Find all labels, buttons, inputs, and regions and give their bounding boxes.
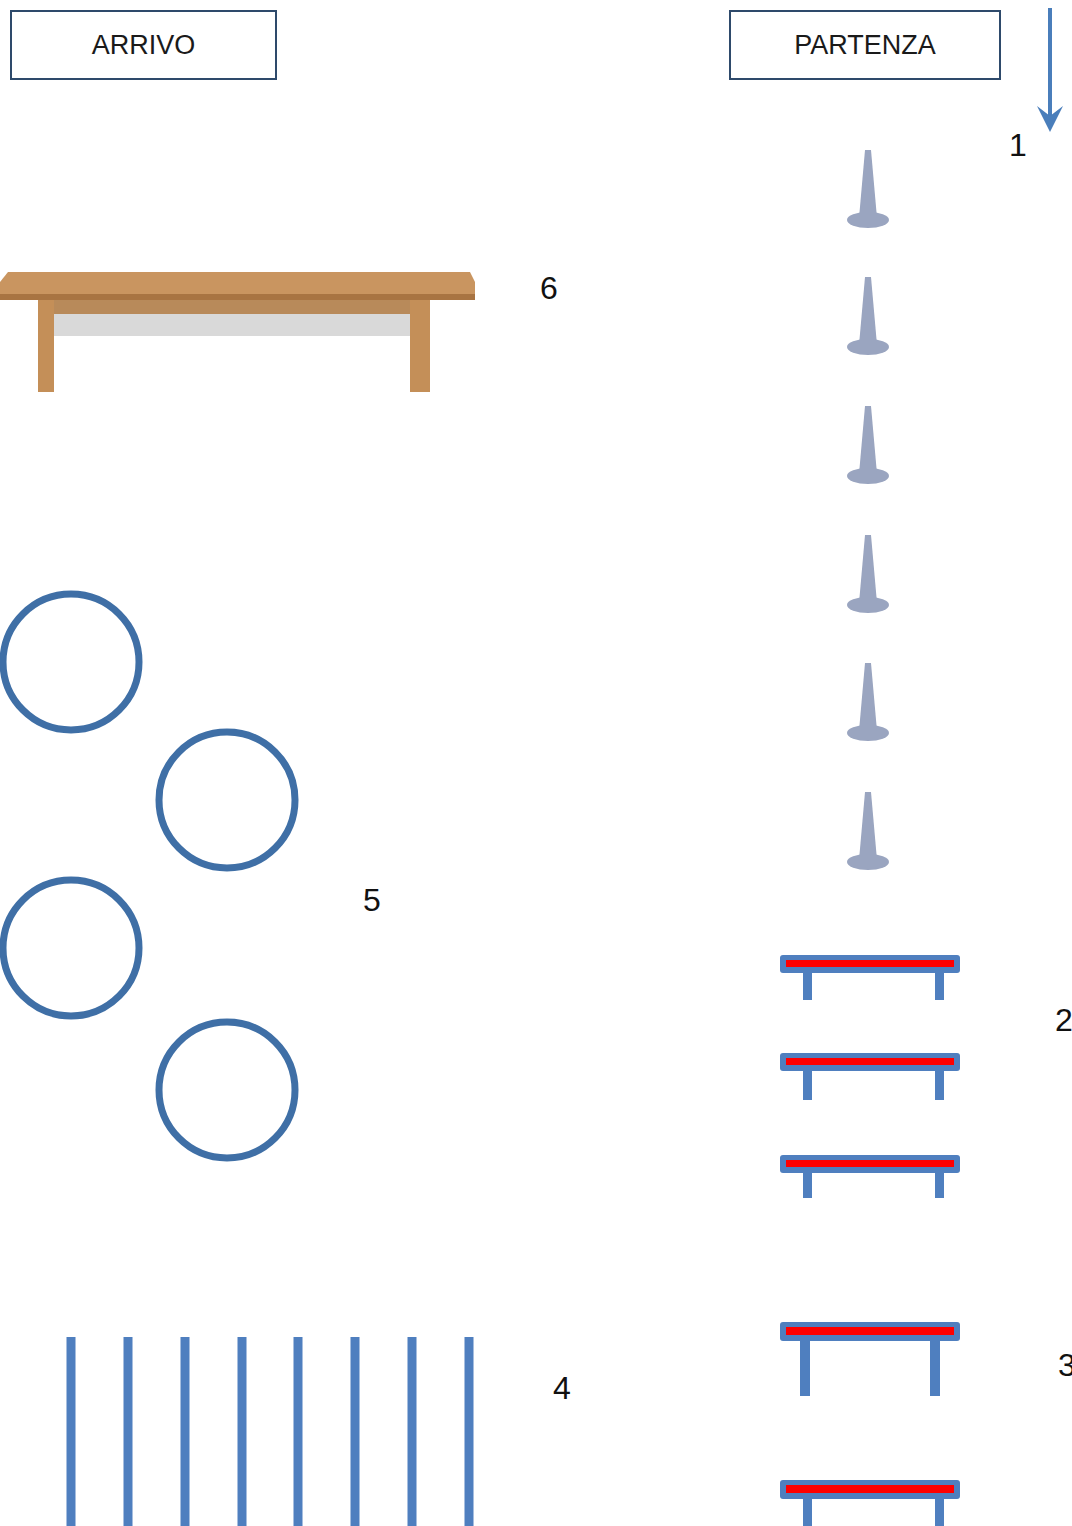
label-box: ARRIVO (10, 10, 277, 80)
bench (0, 272, 475, 392)
callout-number: 2 (1055, 1004, 1072, 1036)
direction-arrow (1037, 8, 1063, 132)
callout-number: 1 (1009, 129, 1027, 161)
callout-number: 6 (540, 272, 558, 304)
high-hurdles (780, 1322, 960, 1526)
callout-number: 3 (1058, 1349, 1072, 1381)
box-text: PARTENZA (794, 30, 936, 61)
label-box: PARTENZA (729, 10, 1001, 80)
callout-number: 5 (363, 884, 381, 916)
hoops (3, 594, 295, 1158)
box-text: ARRIVO (92, 30, 196, 61)
ladder-lines (71, 1337, 469, 1526)
low-hurdles (780, 955, 960, 1198)
cones (847, 150, 889, 870)
callout-number: 4 (553, 1372, 571, 1404)
